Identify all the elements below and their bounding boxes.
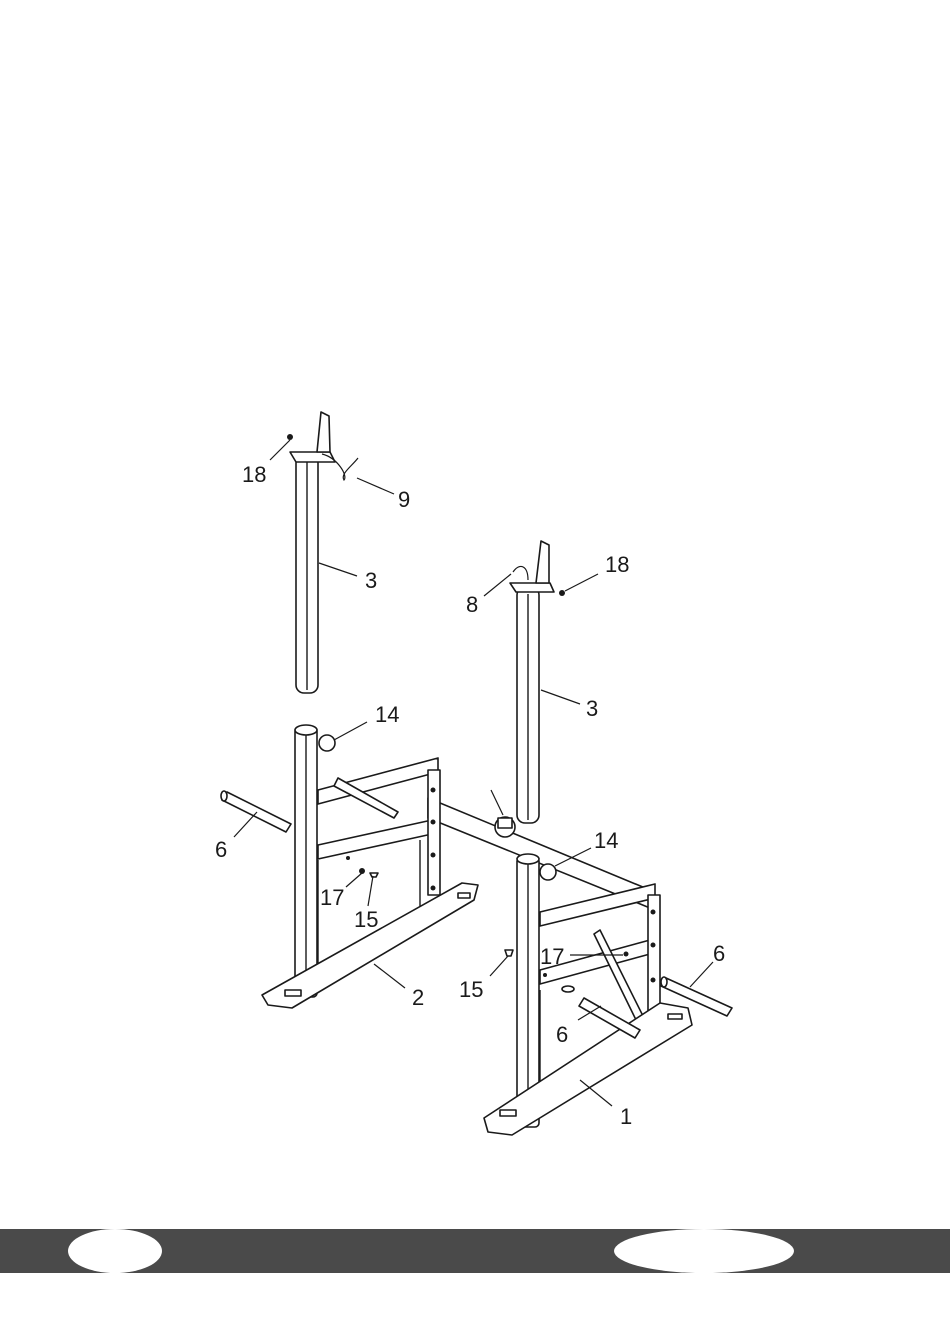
bolt-18-right [559, 590, 565, 596]
bolt-18-left [287, 434, 293, 440]
callout-9: 9 [398, 487, 410, 512]
peg-left [221, 791, 291, 832]
callout-15-right: 15 [459, 977, 483, 1002]
callout-15-left: 15 [354, 907, 378, 932]
callout-6-front: 6 [556, 1022, 568, 1047]
callout-1: 1 [620, 1104, 632, 1129]
washer-17-right [624, 952, 629, 957]
footer-page-oval-right [614, 1229, 794, 1273]
callout-17-left: 17 [320, 885, 344, 910]
callout-6-left: 6 [215, 837, 227, 862]
footer-page-oval-left [68, 1229, 162, 1273]
left-frame [262, 725, 478, 1008]
bolt-15-right [505, 950, 513, 956]
callout-17-right: 17 [540, 944, 564, 969]
callout-14-right: 14 [594, 828, 618, 853]
upright-left [290, 412, 358, 693]
callout-3-left: 3 [365, 568, 377, 593]
bolt-15-left [370, 873, 378, 877]
upright-right [510, 541, 554, 823]
callout-6-right: 6 [713, 941, 725, 966]
callout-2: 2 [412, 985, 424, 1010]
callout-14-left: 14 [375, 702, 399, 727]
callout-8: 8 [466, 592, 478, 617]
callout-18-right: 18 [605, 552, 629, 577]
callout-18-left: 18 [242, 462, 266, 487]
callout-3-right: 3 [586, 696, 598, 721]
right-frame [484, 854, 692, 1135]
